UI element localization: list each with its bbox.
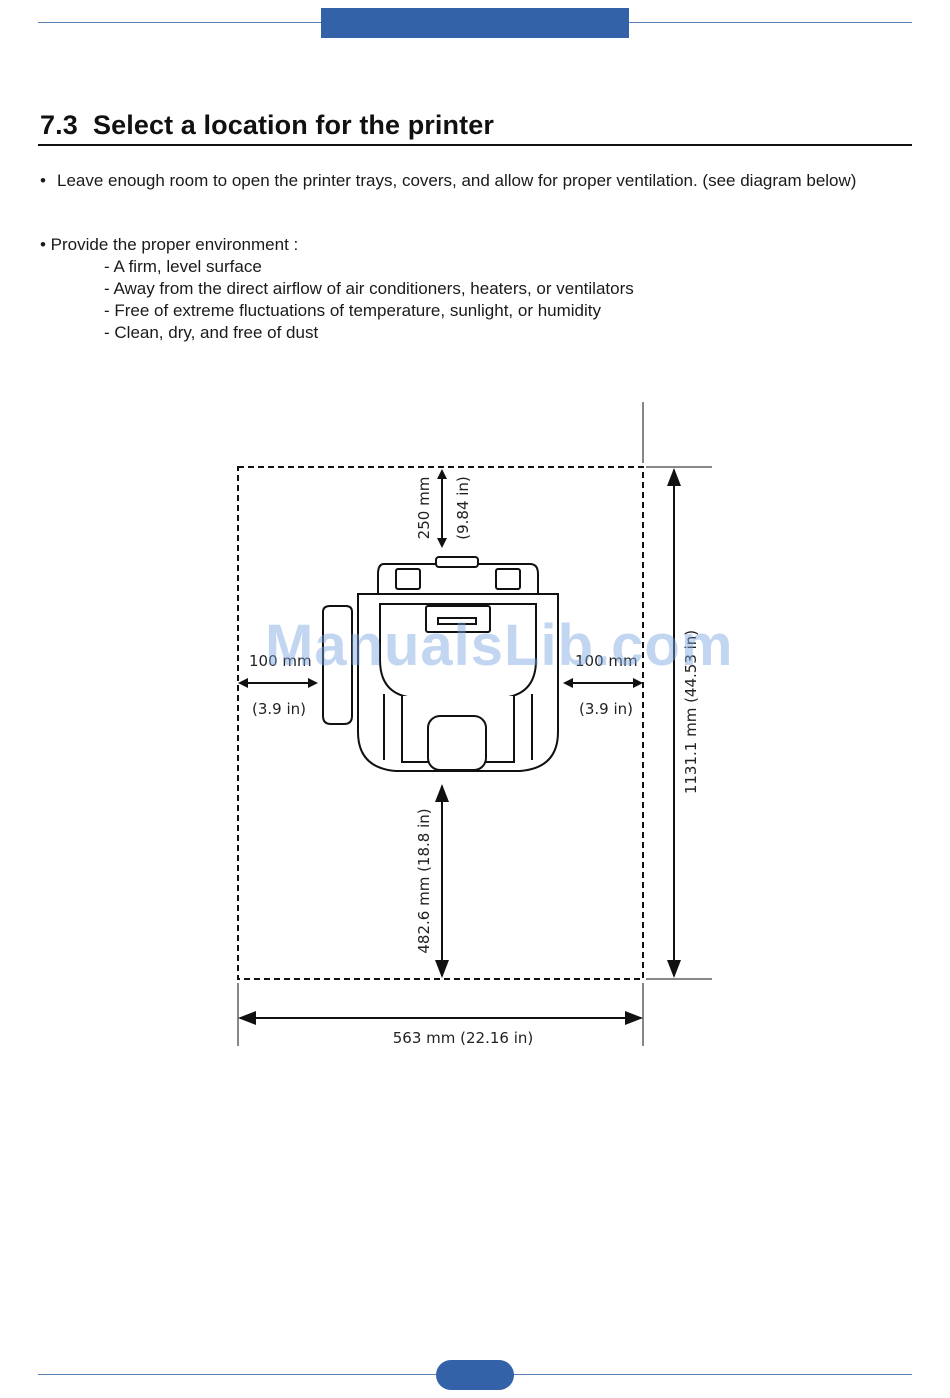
label-right-mm: 100 mm [575, 652, 638, 670]
section-title: 7.3 Select a location for the printer [40, 110, 494, 141]
section-number: 7.3 [40, 110, 78, 140]
env-item: - Free of extreme fluctuations of temper… [104, 301, 602, 320]
page-number-pill [436, 1360, 514, 1390]
label-top-mm: 250 mm [415, 477, 433, 540]
env-item: - Clean, dry, and free of dust [104, 323, 319, 342]
header-bar [321, 8, 629, 38]
label-left-mm: 100 mm [249, 652, 312, 670]
label-top-in: (9.84 in) [454, 476, 472, 540]
label-right-in: (3.9 in) [579, 700, 633, 718]
label-total-width: 563 mm (22.16 in) [393, 1029, 533, 1047]
bullet-environment: • Provide the proper environment : [40, 235, 299, 254]
title-rule [38, 144, 912, 146]
watermark: ManualsLib.com [265, 613, 734, 678]
printer-outline [322, 556, 559, 772]
label-total-depth: 1131.1 mm (44.53 in) [682, 630, 700, 794]
label-front: 482.6 mm (18.8 in) [415, 808, 433, 953]
section-heading: Select a location for the printer [93, 110, 494, 140]
env-item: - Away from the direct airflow of air co… [104, 279, 634, 298]
label-left-in: (3.9 in) [252, 700, 306, 718]
clearance-boundary [237, 466, 644, 980]
bullet-dot: • [40, 171, 46, 190]
bullet-room-text: Leave enough room to open the printer tr… [57, 171, 857, 190]
env-item: - A firm, level surface [104, 257, 262, 276]
